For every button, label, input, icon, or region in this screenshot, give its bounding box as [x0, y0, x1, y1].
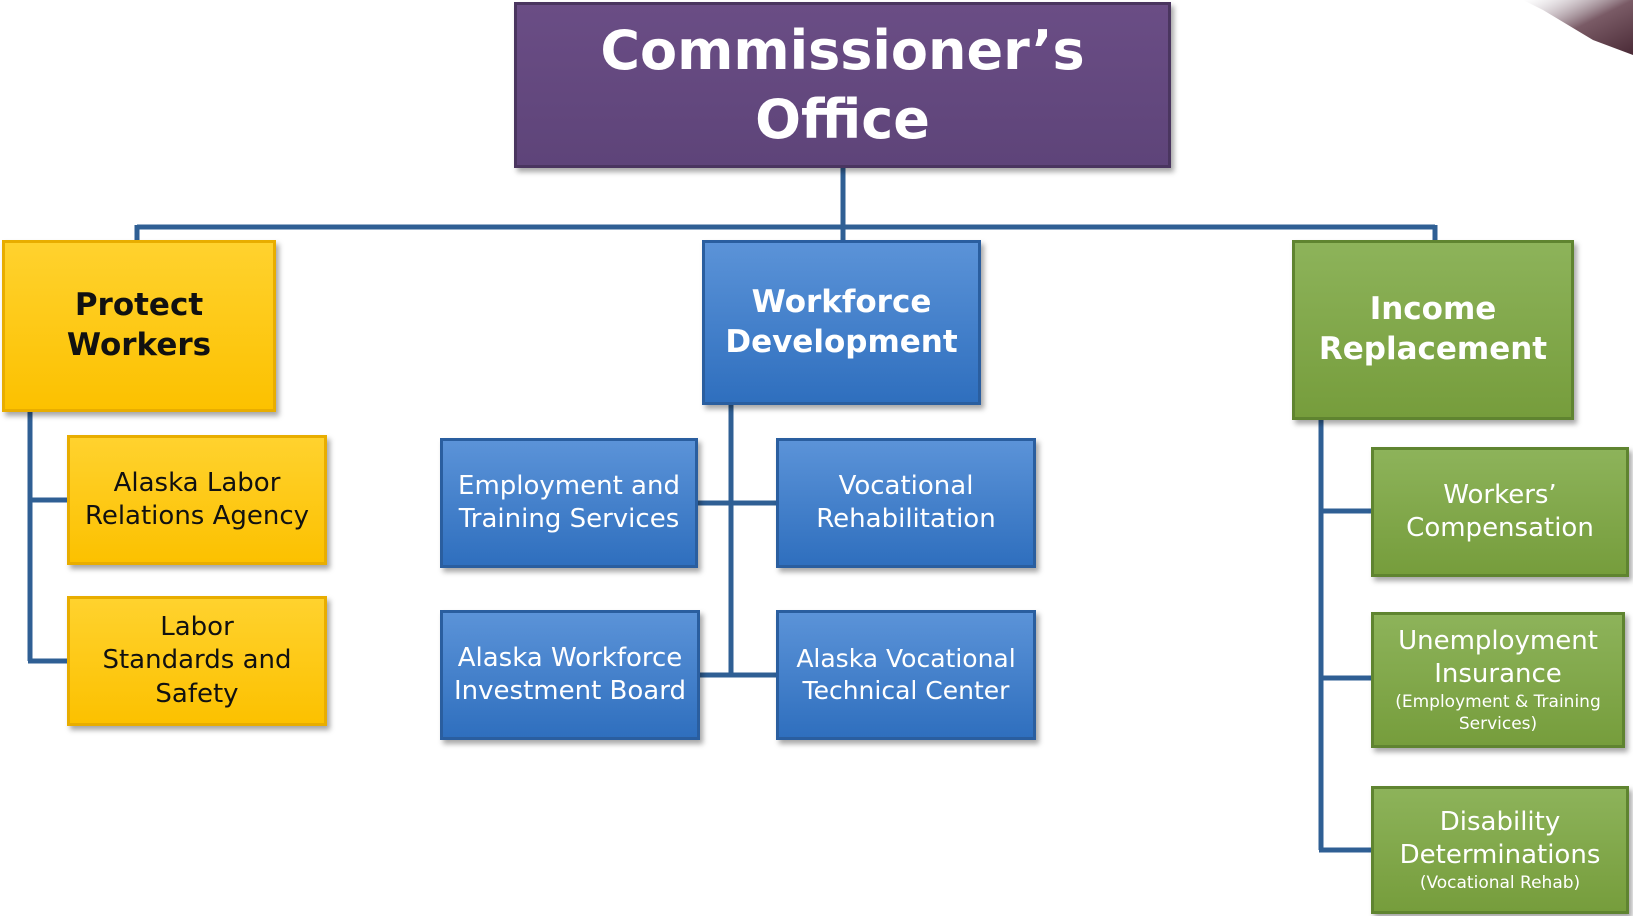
- income-replacement-box: Income Replacement: [1292, 240, 1574, 420]
- income-replacement-title: Income Replacement: [1318, 291, 1548, 367]
- employment-and-training-services-box: Employment and Training Services: [440, 438, 698, 568]
- protect-workers-title: Protect Workers: [66, 287, 212, 363]
- commissioners-office-title: Commissioner’s Office: [600, 18, 1085, 151]
- workforce-development-title: Workforce Development: [725, 283, 958, 360]
- protect-workers-box: Protect Workers: [2, 240, 276, 412]
- disability-determinations-label: Disability Determinations: [1399, 806, 1601, 870]
- commissioners-office-box: Commissioner’s Office: [514, 2, 1171, 168]
- workforce-development-box: Workforce Development: [702, 240, 981, 405]
- labor-standards-and-safety-label: Labor Standards and Safety: [102, 612, 292, 709]
- disability-determinations-box: Disability Determinations (Vocational Re…: [1371, 786, 1629, 914]
- vocational-rehabilitation-box: Vocational Rehabilitation: [776, 438, 1036, 568]
- vocational-rehabilitation-label: Vocational Rehabilitation: [816, 470, 996, 534]
- unemployment-insurance-label: Unemployment Insurance: [1398, 625, 1598, 689]
- alaska-workforce-investment-board-box: Alaska Workforce Investment Board: [440, 610, 700, 740]
- alaska-vocational-technical-center-box: Alaska Vocational Technical Center: [776, 610, 1036, 740]
- unemployment-insurance-note: (Employment & Training Services): [1395, 692, 1601, 735]
- employment-and-training-services-label: Employment and Training Services: [458, 470, 680, 534]
- corner-decoration: [1523, 0, 1633, 55]
- alaska-vocational-technical-center-label: Alaska Vocational Technical Center: [796, 644, 1016, 705]
- alaska-labor-relations-agency-label: Alaska Labor Relations Agency: [84, 467, 310, 531]
- alaska-workforce-investment-board-label: Alaska Workforce Investment Board: [454, 642, 686, 706]
- labor-standards-and-safety-box: Labor Standards and Safety: [67, 596, 327, 726]
- workers-compensation-box: Workers’ Compensation: [1371, 447, 1629, 577]
- workers-compensation-label: Workers’ Compensation: [1406, 479, 1594, 543]
- disability-determinations-note: (Vocational Rehab): [1419, 873, 1581, 894]
- unemployment-insurance-box: Unemployment Insurance (Employment & Tra…: [1371, 612, 1625, 748]
- alaska-labor-relations-agency-box: Alaska Labor Relations Agency: [67, 435, 327, 565]
